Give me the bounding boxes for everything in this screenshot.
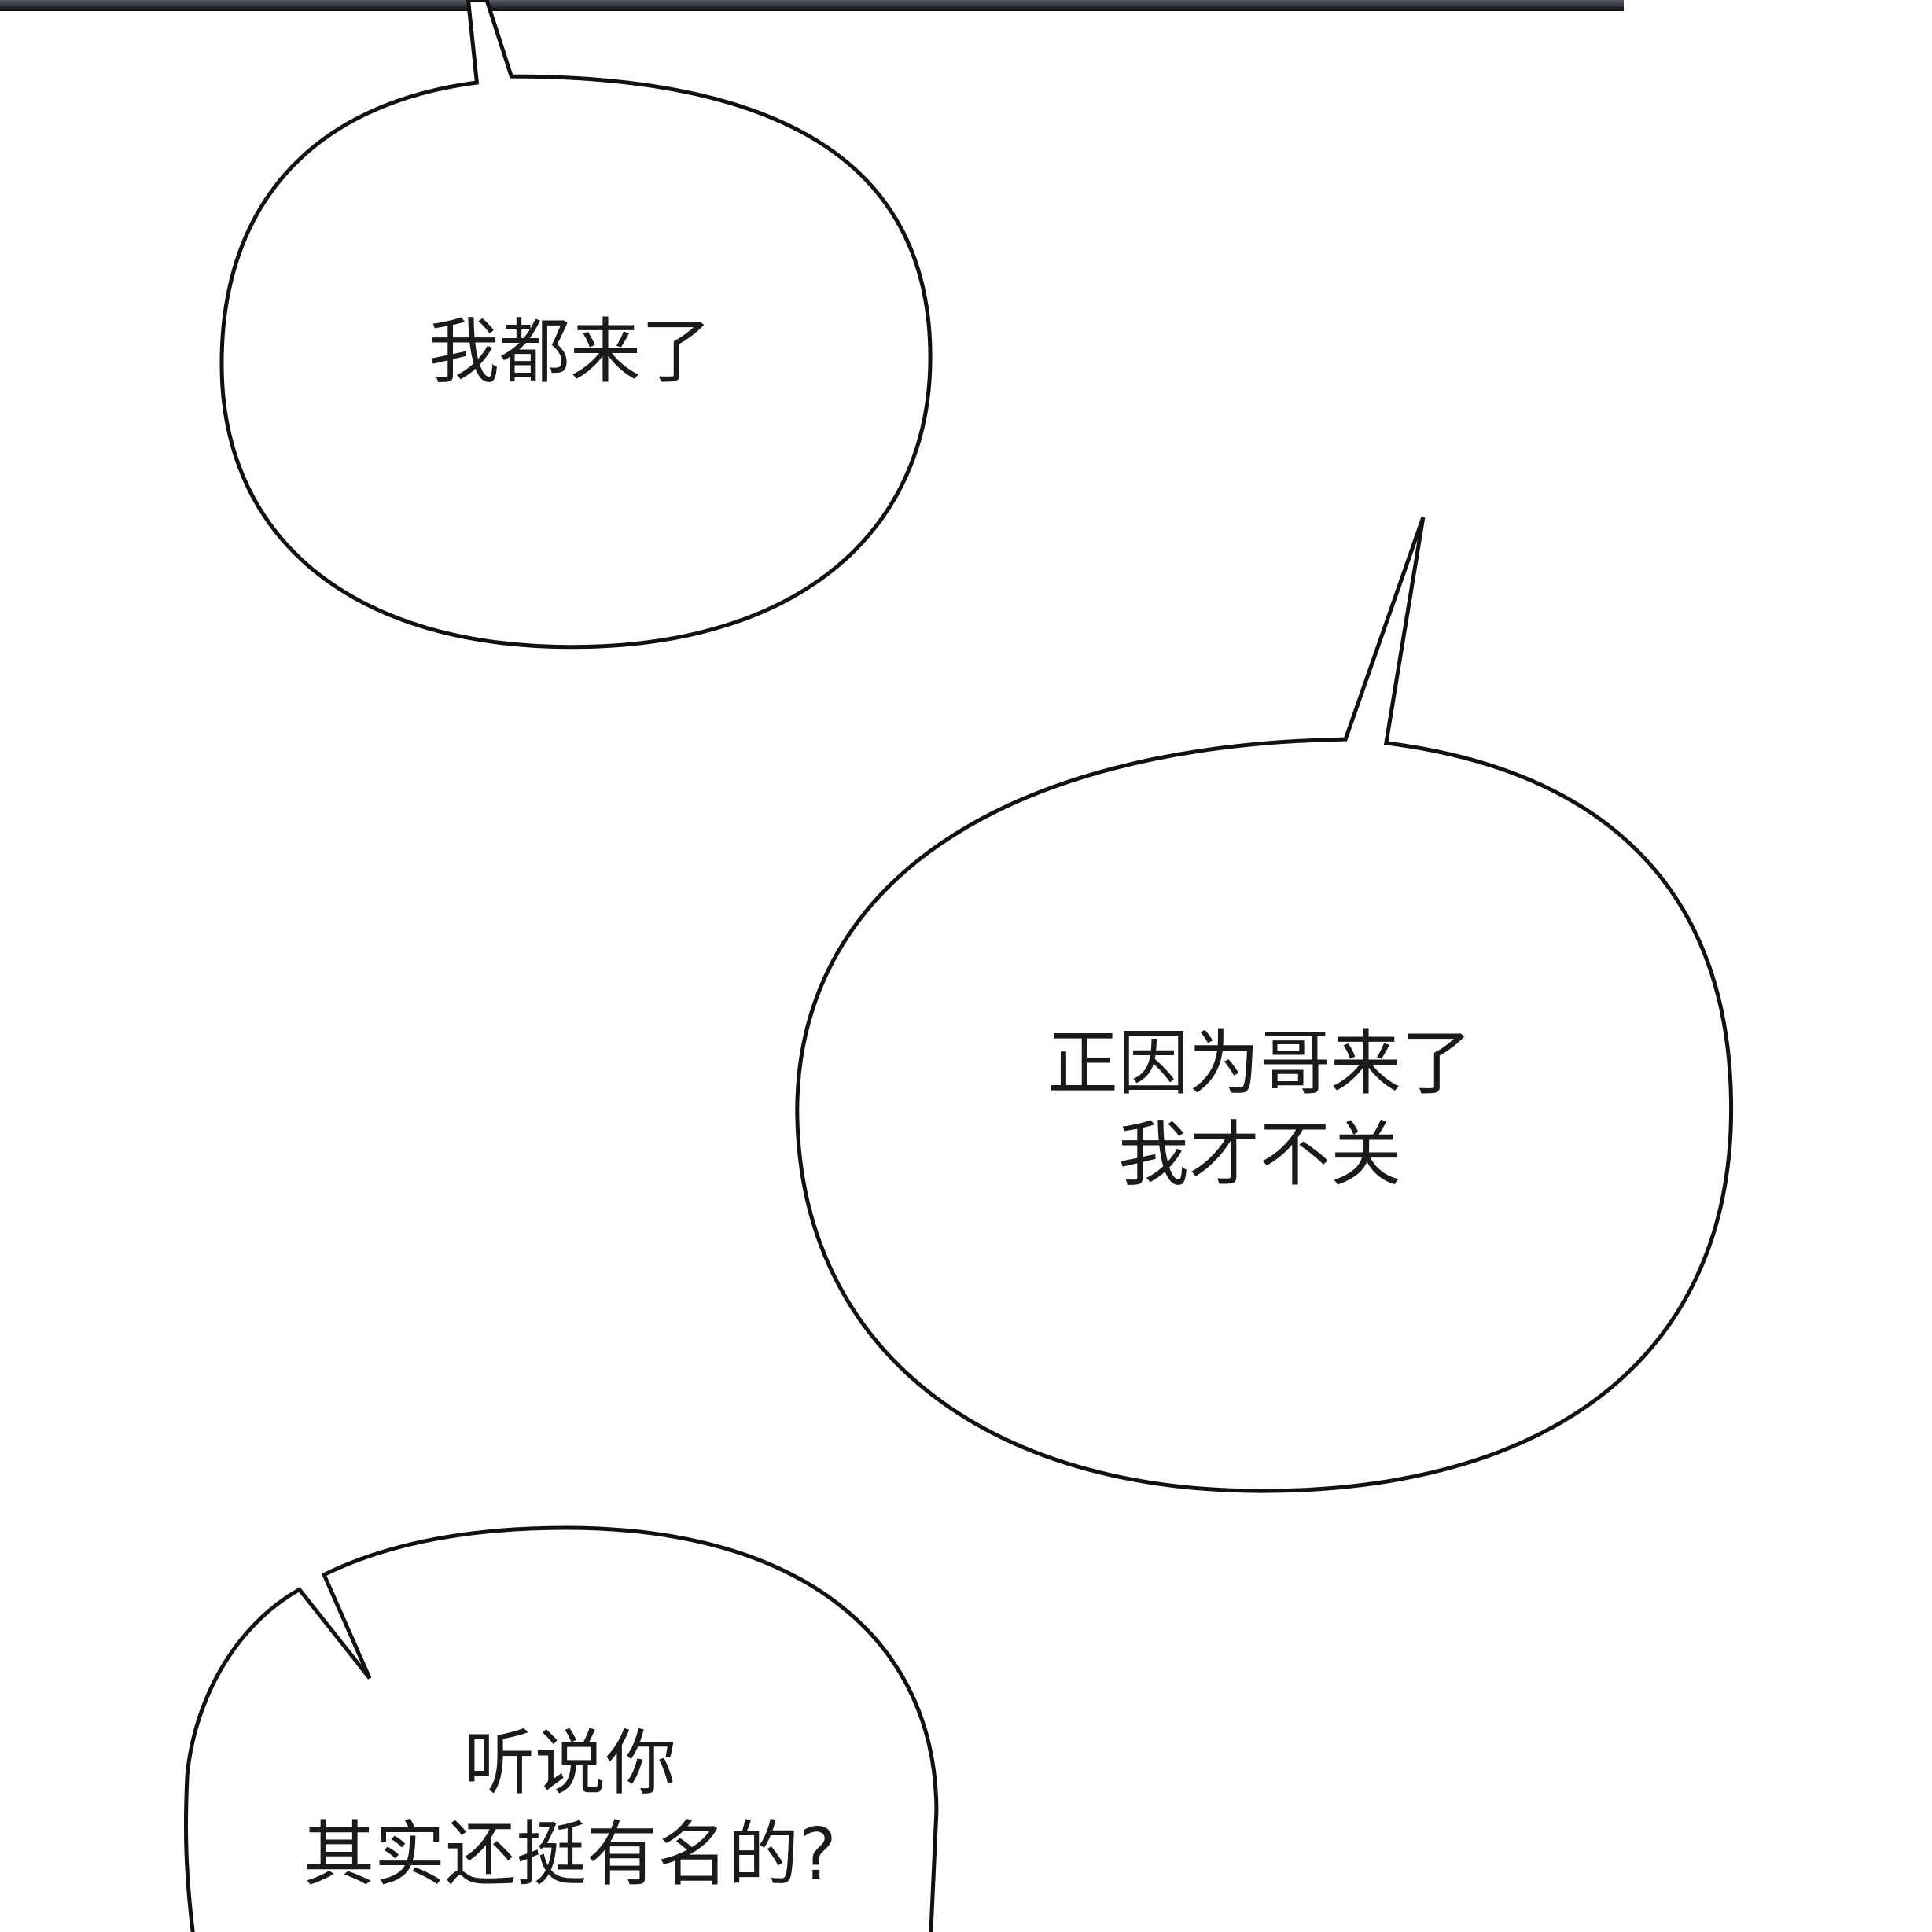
- dialogue-line: 正因为哥来了: [1047, 1022, 1472, 1105]
- bubble-3-text: 听说你 其实还挺有名的?: [304, 1718, 837, 1901]
- dialogue-line: 我都来了: [429, 311, 712, 393]
- dialogue-line: 其实还挺有名的?: [304, 1813, 837, 1896]
- dialogue-line: 听说你: [464, 1722, 676, 1805]
- bubble-1-text: 我都来了: [429, 307, 712, 398]
- previous-panel-edge: [0, 0, 1624, 11]
- speech-bubble-2: [795, 517, 1734, 1493]
- bubble-2-text: 正因为哥来了 我才不关: [1047, 1018, 1472, 1201]
- speech-bubble-3: [183, 1525, 939, 1932]
- dialogue-line: 我才不关: [1118, 1113, 1401, 1196]
- speech-bubble-1: [219, 0, 933, 650]
